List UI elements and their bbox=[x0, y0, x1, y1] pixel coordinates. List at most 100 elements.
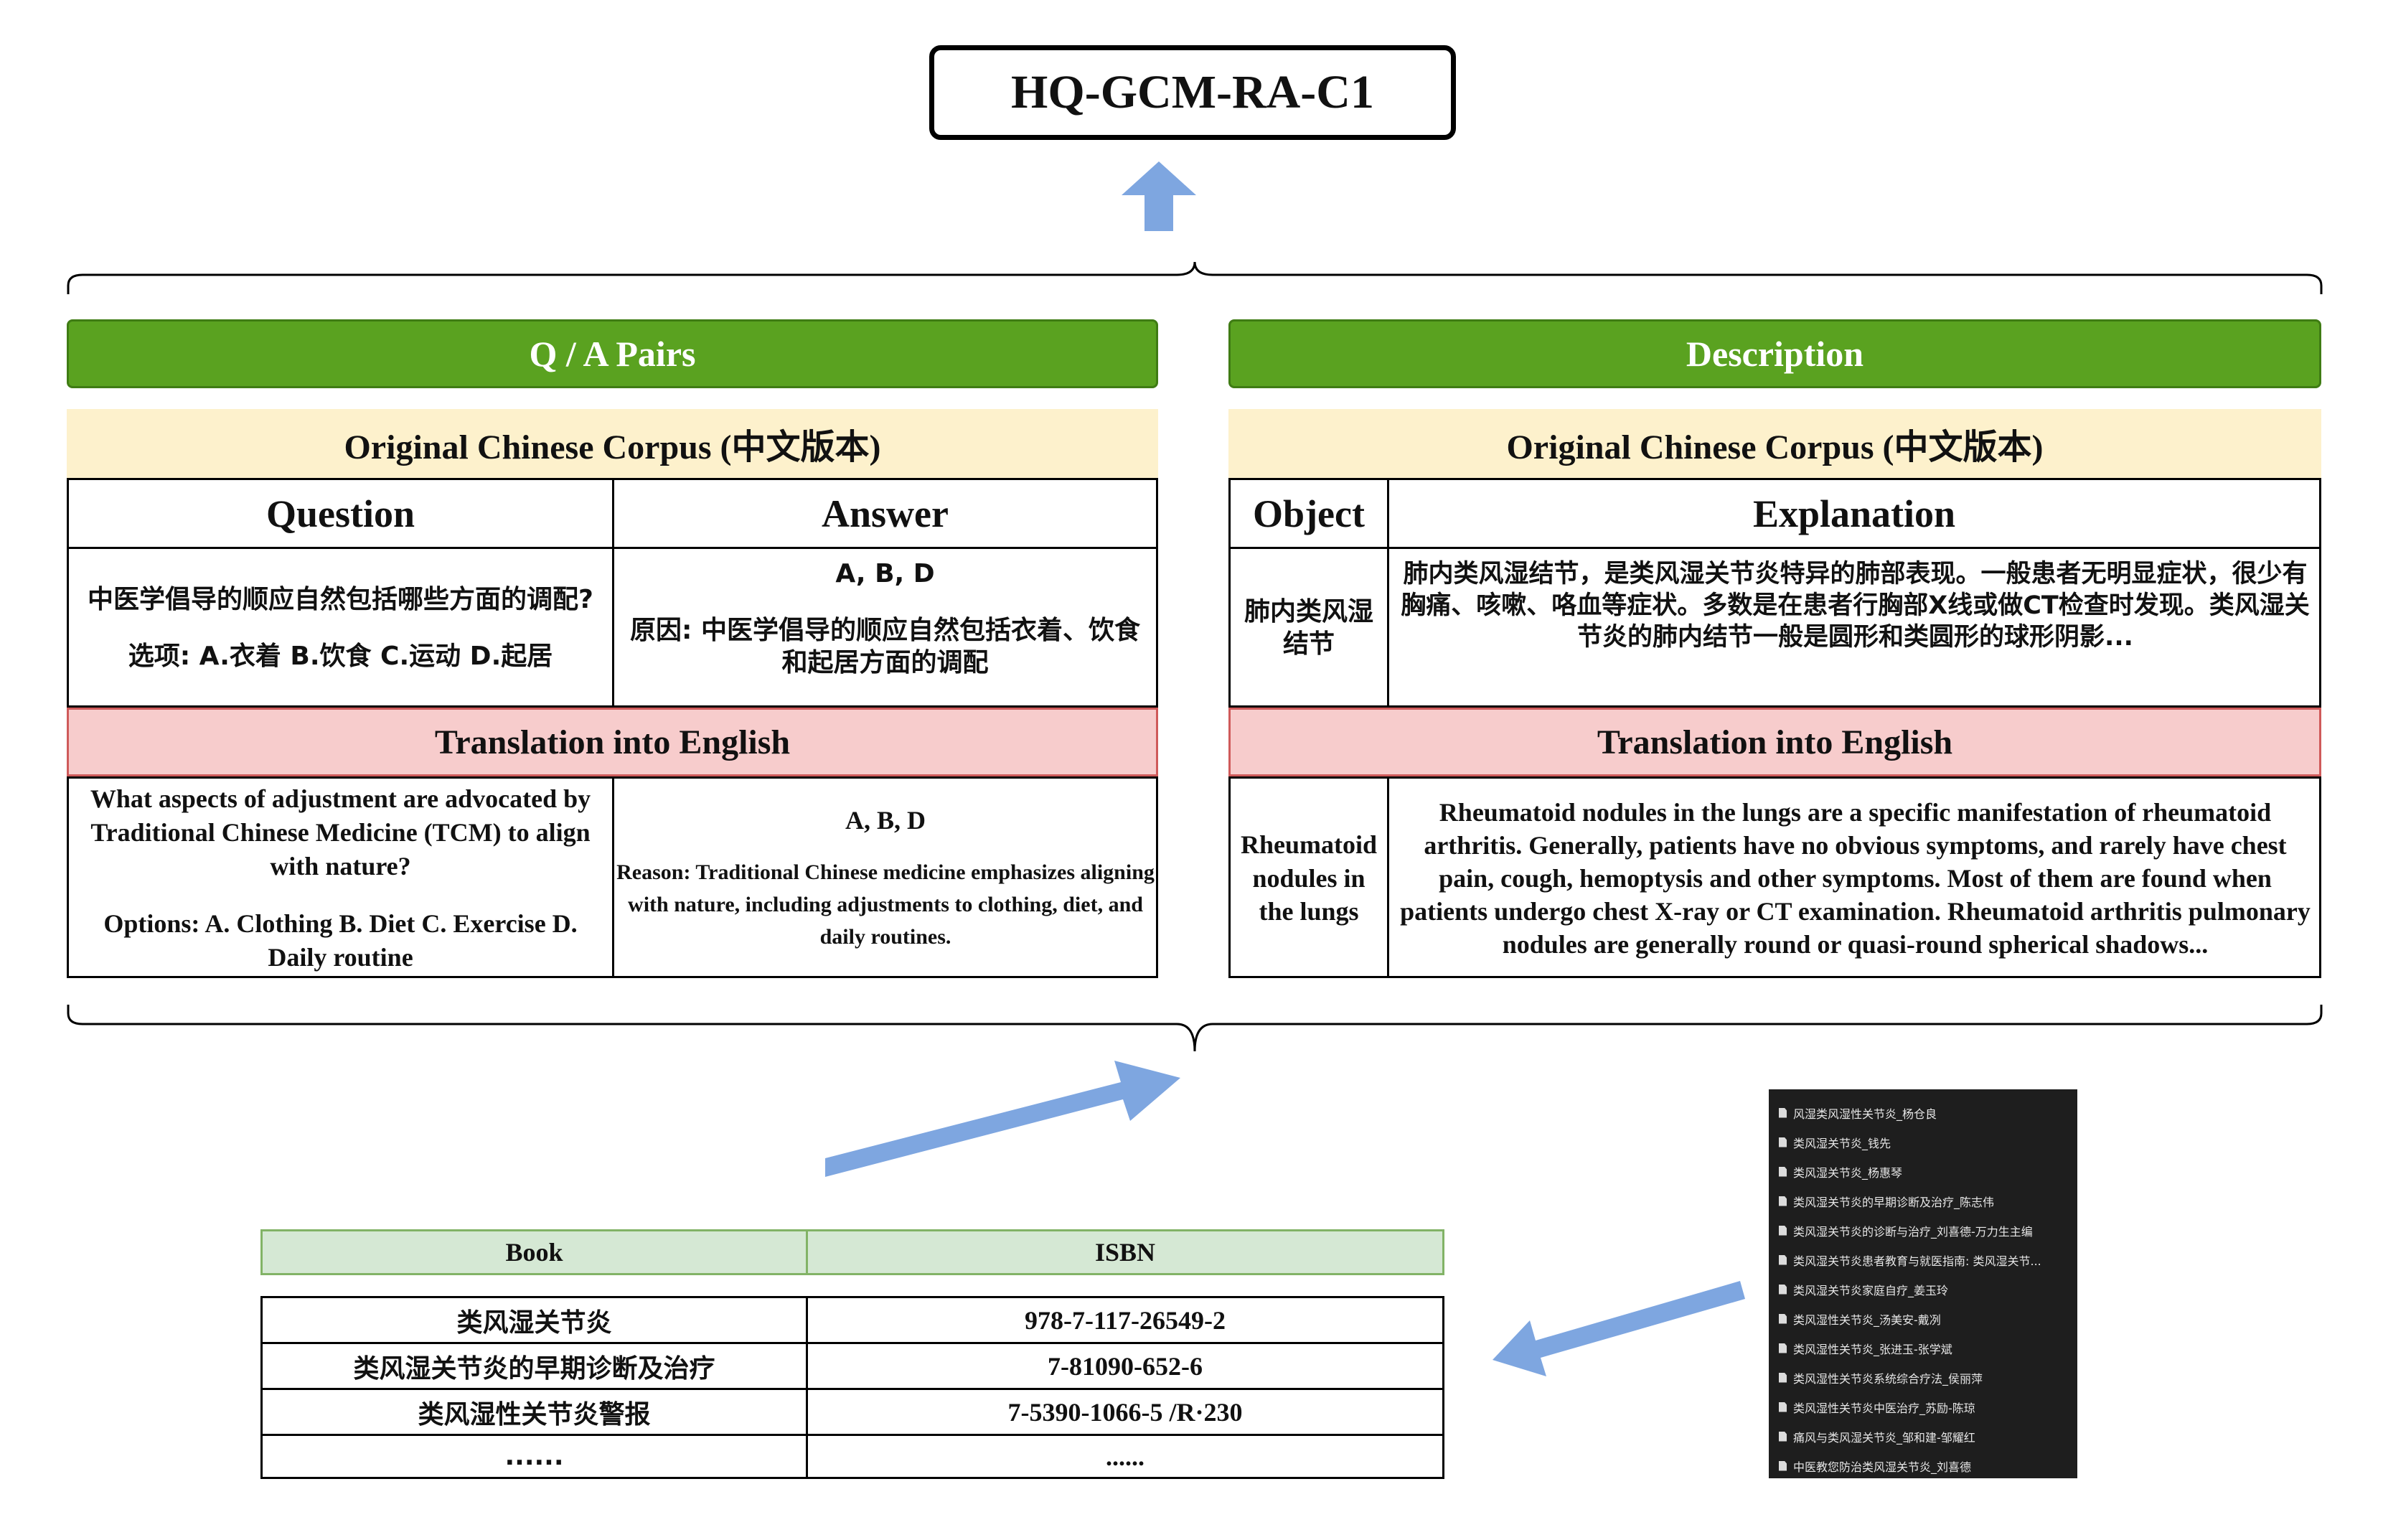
file-list-item[interactable]: 类风湿性关节炎_汤美安-戴冽 bbox=[1779, 1304, 2070, 1333]
isbn-header: ISBN bbox=[1094, 1238, 1156, 1267]
isbn-cell: 7-81090-652-6 bbox=[1048, 1351, 1203, 1381]
book-header: Book bbox=[505, 1238, 563, 1267]
explanation-header: Explanation bbox=[1752, 492, 1956, 535]
row-divider bbox=[263, 1388, 1442, 1390]
file-icon bbox=[1779, 1431, 1787, 1442]
file-list-item[interactable]: 类风湿关节炎患者教育与就医指南: 类风湿关节... bbox=[1779, 1245, 2070, 1274]
file-icon bbox=[1779, 1402, 1787, 1412]
book-title-cell: 类风湿关节炎的早期诊断及治疗 bbox=[353, 1353, 715, 1384]
en-answer-text: A, B, D bbox=[845, 806, 926, 835]
book-title-cell: ...... bbox=[504, 1442, 564, 1471]
column-divider bbox=[1387, 480, 1389, 705]
file-list-item[interactable]: 类风湿关节炎_杨惠琴 bbox=[1779, 1157, 2070, 1186]
file-name: 风湿类风湿性关节炎_杨仓良 bbox=[1793, 1107, 1937, 1121]
file-icon bbox=[1779, 1372, 1787, 1383]
zh-explanation-cell: 肺内类风湿结节，是类风湿关节炎特异的肺部表现。一般患者无明显症状，很少有胸痛、咳… bbox=[1394, 552, 2316, 704]
file-list-panel: 风湿类风湿性关节炎_杨仓良 类风湿关节炎_钱先 类风湿关节炎_杨惠琴 类风湿关节… bbox=[1769, 1089, 2077, 1478]
isbn-cell: 978-7-117-26549-2 bbox=[1025, 1305, 1226, 1335]
desc-chinese-table: Object Explanation 肺内类风湿结节 肺内类风湿结节，是类风湿关… bbox=[1228, 478, 2321, 708]
file-name: 类风湿关节炎患者教育与就医指南: 类风湿关节... bbox=[1793, 1254, 2041, 1268]
file-icon bbox=[1779, 1313, 1787, 1324]
arrow-files-to-books-icon bbox=[1493, 1281, 1745, 1376]
answer-header: Answer bbox=[822, 492, 949, 535]
zh-question-text: 中医学倡导的顺应自然包括哪些方面的调配? bbox=[88, 585, 593, 614]
bottom-brace bbox=[67, 1005, 2323, 1052]
zh-reason-text: 原因: 中医学倡导的顺应自然包括衣着、饮食和起居方面的调配 bbox=[630, 616, 1140, 677]
file-list-item[interactable]: 类风湿性关节炎中医治疗_苏励-陈琼 bbox=[1779, 1392, 2070, 1422]
file-name: 痛风与类风湿关节炎_邹和建-邹耀红 bbox=[1793, 1430, 1975, 1445]
file-list-item[interactable]: 类风湿性关节炎_张进玉-张学斌 bbox=[1779, 1333, 2070, 1363]
file-list-item[interactable]: 痛风与类风湿关节炎_邹和建-邹耀红 bbox=[1779, 1422, 2070, 1451]
file-list-item[interactable]: 类风湿关节炎_钱先 bbox=[1779, 1127, 2070, 1157]
object-header: Object bbox=[1253, 492, 1365, 535]
column-divider bbox=[612, 480, 614, 705]
file-icon bbox=[1779, 1196, 1787, 1206]
en-object-cell: Rheumatoid nodules in the lungs bbox=[1235, 781, 1383, 975]
qa-corpus-label: Original Chinese Corpus (中文版本) bbox=[67, 409, 1158, 478]
en-question-cell: What aspects of adjustment are advocated… bbox=[75, 781, 606, 975]
file-list-item[interactable]: 风湿类风湿性关节炎_杨仓良 bbox=[1779, 1098, 2070, 1127]
up-arrow-icon bbox=[1122, 161, 1196, 231]
zh-object-text: 肺内类风湿结节 bbox=[1244, 597, 1373, 659]
file-name: 中医教您防治类风湿关节炎_刘喜德 bbox=[1793, 1460, 1972, 1474]
file-name: 类风湿关节炎_杨惠琴 bbox=[1793, 1165, 1903, 1180]
zh-explanation-text: 肺内类风湿结节，是类风湿关节炎特异的肺部表现。一般患者无明显症状，很少有胸痛、咳… bbox=[1401, 560, 2310, 652]
book-title-cell: 类风湿关节炎 bbox=[456, 1307, 612, 1338]
row-divider bbox=[263, 1342, 1442, 1344]
file-icon bbox=[1779, 1343, 1787, 1353]
file-icon bbox=[1779, 1225, 1787, 1236]
description-banner: Description bbox=[1228, 319, 2321, 388]
en-object-text: Rheumatoid nodules in the lungs bbox=[1240, 830, 1378, 926]
zh-object-cell: 肺内类风湿结节 bbox=[1236, 552, 1381, 704]
isbn-cell: ...... bbox=[1106, 1442, 1145, 1471]
en-question-text: What aspects of adjustment are advocated… bbox=[90, 784, 591, 881]
file-name: 类风湿性关节炎_汤美安-戴冽 bbox=[1793, 1313, 1941, 1327]
column-divider bbox=[1387, 779, 1389, 976]
desc-corpus-label: Original Chinese Corpus (中文版本) bbox=[1228, 409, 2321, 478]
book-table-header: Book ISBN bbox=[260, 1229, 1444, 1275]
desc-translation-label: Translation into English bbox=[1228, 708, 2321, 776]
zh-answer-text: A, B, D bbox=[835, 559, 935, 588]
column-divider bbox=[806, 1298, 808, 1477]
row-divider bbox=[263, 1434, 1442, 1436]
zh-options-text: 选项: A.衣着 B.饮食 C.运动 D.起居 bbox=[128, 642, 553, 671]
en-explanation-text: Rheumatoid nodules in the lungs are a sp… bbox=[1400, 797, 2311, 959]
row-divider bbox=[1231, 547, 2319, 549]
zh-answer-cell: A, B, D 原因: 中医学倡导的顺应自然包括衣着、饮食和起居方面的调配 bbox=[621, 552, 1149, 704]
file-icon bbox=[1779, 1107, 1787, 1118]
qa-pairs-banner: Q / A Pairs bbox=[67, 319, 1158, 388]
file-icon bbox=[1779, 1460, 1787, 1471]
question-header: Question bbox=[265, 492, 415, 535]
zh-question-cell: 中医学倡导的顺应自然包括哪些方面的调配? 选项: A.衣着 B.饮食 C.运动 … bbox=[76, 552, 605, 704]
file-icon bbox=[1779, 1284, 1787, 1295]
arrow-books-to-corpus-icon bbox=[825, 1061, 1180, 1177]
top-brace bbox=[67, 261, 2323, 294]
file-list-item[interactable]: 类风湿性关节炎系统综合疗法_侯丽萍 bbox=[1779, 1363, 2070, 1392]
file-list-item[interactable]: 中医教您防治类风湿关节炎_刘喜德 bbox=[1779, 1451, 2070, 1478]
en-options-text: Options: A. Clothing B. Diet C. Exercise… bbox=[103, 909, 578, 972]
column-divider bbox=[612, 779, 614, 976]
file-name: 类风湿关节炎的诊断与治疗_刘喜德-万力生主编 bbox=[1793, 1224, 2033, 1239]
dataset-title: HQ-GCM-RA-C1 bbox=[929, 45, 1456, 140]
qa-english-table: What aspects of adjustment are advocated… bbox=[67, 776, 1158, 978]
qa-translation-label: Translation into English bbox=[67, 708, 1158, 776]
en-reason-text: Reason: Traditional Chinese medicine emp… bbox=[616, 860, 1155, 949]
book-title-cell: 类风湿性关节炎警报 bbox=[418, 1399, 651, 1429]
file-name: 类风湿性关节炎系统综合疗法_侯丽萍 bbox=[1793, 1371, 1983, 1386]
file-icon bbox=[1779, 1166, 1787, 1177]
file-name: 类风湿关节炎的早期诊断及治疗_陈志伟 bbox=[1793, 1195, 1995, 1209]
file-icon bbox=[1779, 1137, 1787, 1147]
file-list-item[interactable]: 类风湿关节炎家庭自疗_姜玉玲 bbox=[1779, 1274, 2070, 1304]
en-explanation-cell: Rheumatoid nodules in the lungs are a sp… bbox=[1394, 781, 2316, 975]
qa-chinese-table: Question Answer 中医学倡导的顺应自然包括哪些方面的调配? 选项:… bbox=[67, 478, 1158, 708]
file-name: 类风湿性关节炎中医治疗_苏励-陈琼 bbox=[1793, 1401, 1975, 1415]
file-name: 类风湿关节炎家庭自疗_姜玉玲 bbox=[1793, 1283, 1949, 1297]
file-name: 类风湿关节炎_钱先 bbox=[1793, 1136, 1891, 1150]
file-list-item[interactable]: 类风湿关节炎的诊断与治疗_刘喜德-万力生主编 bbox=[1779, 1216, 2070, 1245]
en-answer-cell: A, B, D Reason: Traditional Chinese medi… bbox=[616, 781, 1155, 975]
column-divider bbox=[806, 1231, 808, 1273]
file-icon bbox=[1779, 1254, 1787, 1265]
file-list-item[interactable]: 类风湿关节炎的早期诊断及治疗_陈志伟 bbox=[1779, 1186, 2070, 1216]
file-name: 类风湿性关节炎_张进玉-张学斌 bbox=[1793, 1342, 1952, 1356]
